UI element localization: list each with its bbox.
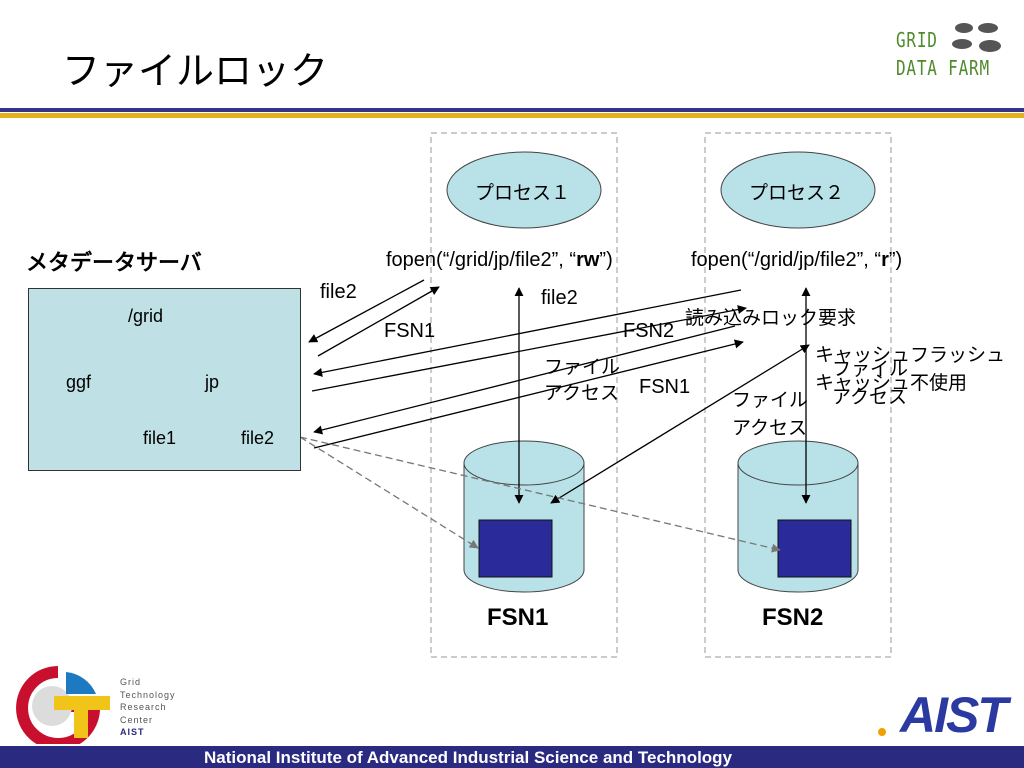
label-file-access-1-line1: ファイル (544, 356, 621, 378)
process-2-ellipse (720, 151, 876, 229)
page-title: ファイルロック (62, 49, 329, 93)
logo-line-1: GRID (896, 28, 938, 52)
header-rule-gold (0, 113, 1024, 118)
aist-logo: AIST (900, 687, 1008, 743)
metadata-server-box (28, 288, 301, 471)
label-file2-left: file2 (320, 281, 357, 303)
fopen-2-suffix: ”) (888, 249, 903, 271)
label-file-access-2-line1: ファイル (732, 389, 809, 411)
arrow-meta-to-p1 (317, 286, 440, 357)
fsn2-cylinder (737, 440, 859, 593)
label-file-access-1: ファイル アクセス (544, 354, 620, 406)
metadata-server-title: メタデータサーバ (26, 251, 202, 276)
footer-text: National Institute of Advanced Industria… (204, 748, 733, 767)
fopen-call-1: fopen(“/grid/jp/file2”, “rw”) (386, 249, 613, 272)
label-fsn2-mid: FSN2 (623, 320, 675, 342)
fopen-1-suffix: ”) (599, 249, 613, 271)
arrow-p2-to-meta (313, 289, 742, 377)
label-file-access-1-line2: アクセス (544, 382, 620, 404)
label-file2-mid: file2 (541, 287, 578, 309)
arrow-p2-fsn1-access (550, 344, 810, 504)
tree-root: /grid (128, 306, 164, 326)
footer-bar (0, 746, 1024, 768)
label-file-access-2-line2: アクセス (732, 417, 808, 439)
fopen-call-2: fopen(“/grid/jp/file2”, “r”) (691, 249, 902, 272)
gtrc-logo-icon (16, 666, 110, 744)
node-boundary-1 (430, 132, 618, 658)
process-1-ellipse (446, 151, 602, 229)
grid-datafarm-logo: GRID DATA FARM (896, 26, 990, 82)
tree-node-jp: jp (205, 372, 220, 392)
fopen-1-prefix: fopen(“/grid/jp/file2”, “ (386, 249, 577, 271)
arrow-meta-to-p2 (311, 305, 747, 392)
gtrc-line-grid: Grid (120, 677, 142, 687)
label-cache-flush: キャッシュフラッシュ (815, 344, 1006, 366)
header-rule-blue (0, 108, 1024, 112)
label-file-access-3: ファイル (832, 358, 909, 380)
fsn1-label: FSN1 (487, 604, 549, 631)
logo-line-2: DATA FARM (896, 56, 990, 80)
datafarm-logo-icon (952, 23, 1001, 52)
dashed-file2-fsn2 (299, 436, 781, 553)
label-file-access-4: アクセス (832, 386, 908, 408)
fopen-1-mode: rw (576, 249, 600, 271)
arrow-file2-to-meta (308, 279, 425, 343)
gtrc-line-center: Center (120, 714, 154, 725)
gtrc-line-aist: AIST (120, 727, 145, 737)
gtrc-logo-text: Grid Technology Research Center AIST (120, 676, 176, 739)
fsn1-cylinder (463, 440, 585, 593)
fopen-2-prefix: fopen(“/grid/jp/file2”, “ (691, 249, 882, 271)
tree-node-file2: file2 (241, 428, 275, 448)
node-boundary-2 (704, 132, 892, 658)
label-fsn1-left: FSN1 (384, 320, 436, 342)
arrow-lock-request (313, 325, 736, 435)
dashed-file2-fsn1 (299, 436, 479, 549)
gtrc-line-technology: Technology (120, 689, 176, 700)
tree-node-ggf: ggf (66, 372, 92, 392)
gtrc-line-research: Research (120, 702, 167, 712)
label-file-access-2: ファイル アクセス (732, 386, 808, 442)
label-fsn1-mid: FSN1 (639, 376, 691, 398)
process-2-label: プロセス２ (749, 182, 845, 204)
aist-dot-icon (878, 728, 886, 736)
process-1-label: プロセス１ (475, 182, 571, 204)
tree-node-file1: file1 (143, 428, 177, 448)
label-cache-disabled: キャッシュ不使用 (815, 372, 968, 394)
label-read-lock-request: 読み込みロック要求 (685, 307, 857, 329)
fopen-2-mode: r (881, 249, 889, 271)
fsn2-label: FSN2 (762, 604, 824, 631)
